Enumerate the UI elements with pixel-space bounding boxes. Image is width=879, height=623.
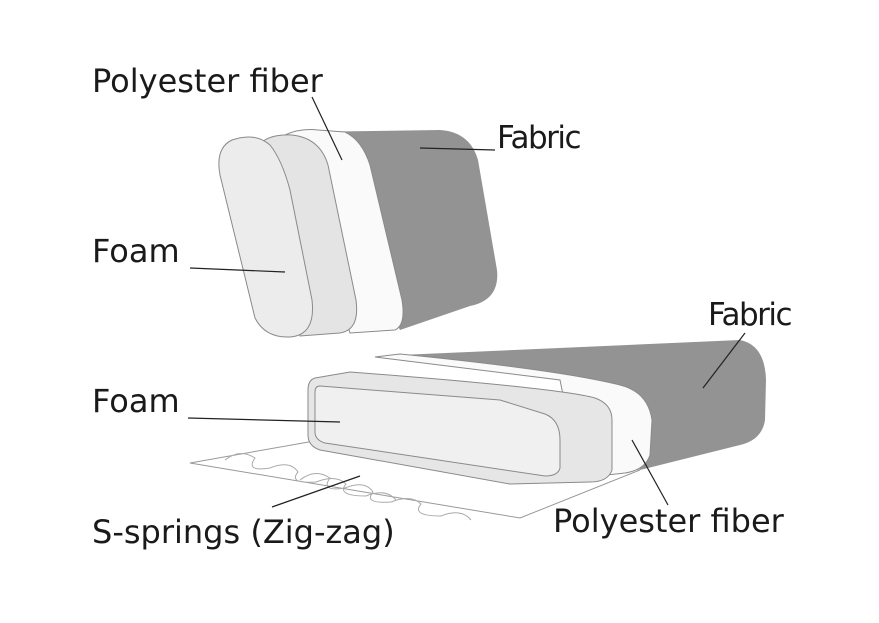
label-s-springs: S-springs (Zig-zag) xyxy=(92,513,395,551)
label-seat-fabric: Fabric xyxy=(708,297,792,333)
leader-springs xyxy=(271,475,361,508)
back-foam-front xyxy=(218,136,314,338)
leader-back-fabric xyxy=(419,147,496,151)
label-back-fabric: Fabric xyxy=(497,120,581,156)
seat-foam-face xyxy=(314,385,561,477)
label-seat-polyester-fiber: Polyester fiber xyxy=(553,502,785,540)
seat-fabric-layer xyxy=(400,340,766,470)
label-back-foam: Foam xyxy=(92,232,180,270)
leader-seat-foam xyxy=(187,417,341,423)
leader-seat-fabric xyxy=(702,332,746,389)
label-seat-foam: Foam xyxy=(92,382,180,420)
leader-back-polyester xyxy=(311,96,343,161)
seat-cushion xyxy=(307,340,766,485)
zigzag-spring xyxy=(299,473,472,521)
zigzag-spring xyxy=(224,453,397,501)
label-back-polyester-fiber: Polyester fiber xyxy=(92,62,324,100)
leader-seat-polyester xyxy=(631,439,669,506)
leader-back-foam xyxy=(189,267,286,273)
back-cushion xyxy=(218,129,498,338)
